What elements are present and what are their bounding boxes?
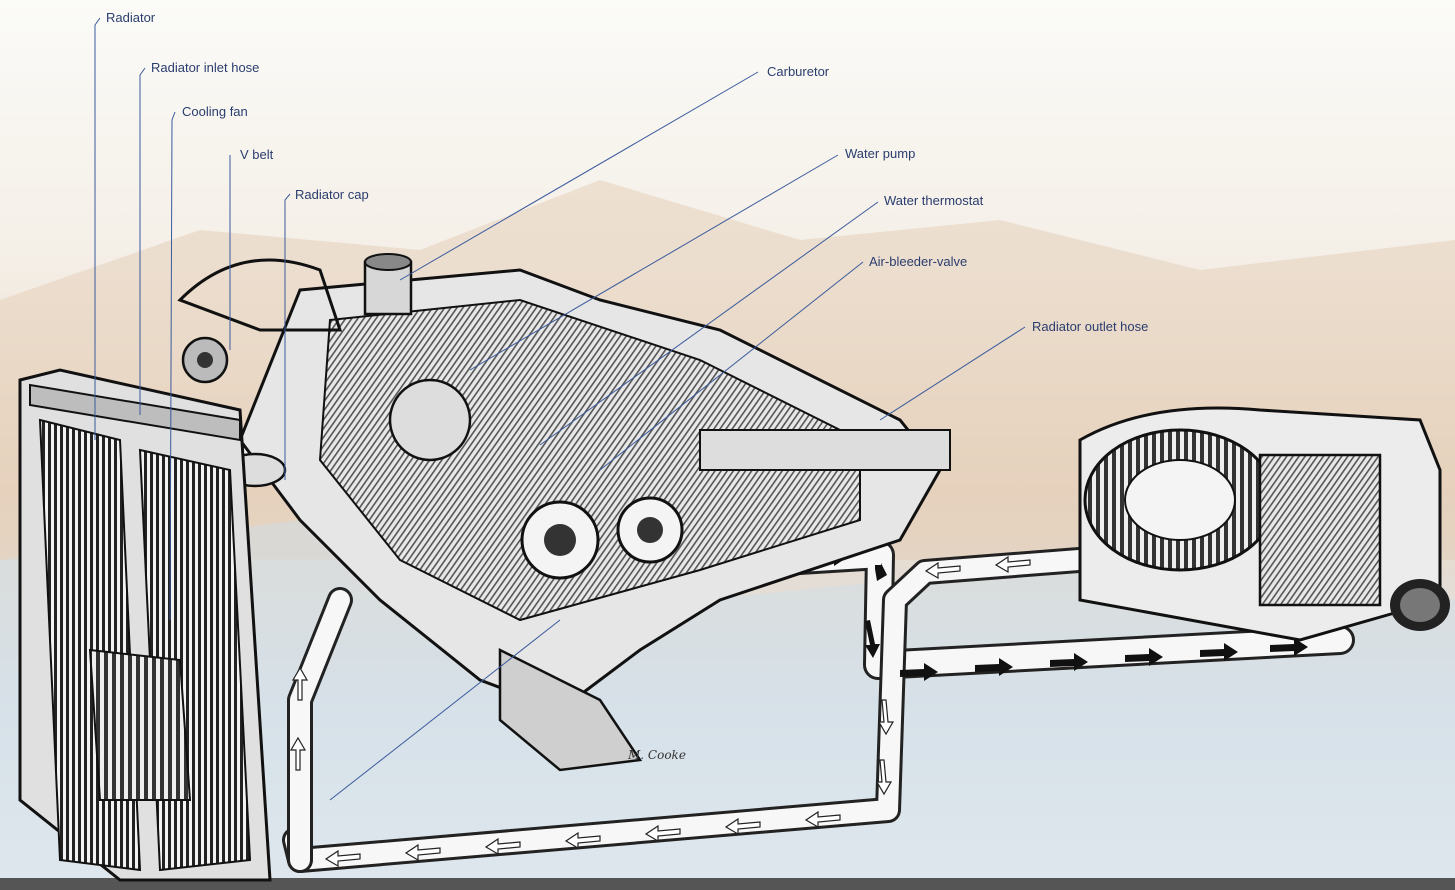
label-cooling-fan: Cooling fan (182, 104, 248, 119)
label-radiator-inlet-hose: Radiator inlet hose (151, 60, 260, 75)
label-radiator-cap: Radiator cap (295, 187, 369, 202)
leader-line-radiator (94, 17, 101, 440)
radiator (18, 368, 272, 882)
leader-line-radiator-cap (284, 193, 291, 480)
leader-line-radiator-outlet-hose (879, 326, 1026, 421)
label-air-bleeder-valve: Air-bleeder-valve (869, 254, 968, 269)
label-radiator: Radiator (106, 10, 156, 25)
leader-line-water-thermostat (539, 201, 879, 446)
leader-line-cooling-fan (169, 111, 176, 621)
leader-line-radiator-inlet-hose (139, 67, 146, 415)
leader-lines (94, 17, 1026, 801)
leader-line-water-pump (469, 154, 839, 371)
artist-signature: M. Cooke (628, 748, 686, 762)
heater-unit (1078, 406, 1450, 642)
label-water-thermostat: Water thermostat (884, 193, 984, 208)
engine-block (177, 253, 951, 772)
label-carburetor: Carburetor (767, 64, 830, 79)
label-water-pump: Water pump (845, 146, 916, 161)
label-v-belt: V belt (240, 147, 274, 162)
label-radiator-outlet-hose: Radiator outlet hose (1032, 319, 1149, 334)
leader-line-return-hose (329, 619, 561, 801)
leader-line-carburetor (399, 71, 759, 281)
leader-line-air-bleeder-valve (599, 261, 864, 471)
